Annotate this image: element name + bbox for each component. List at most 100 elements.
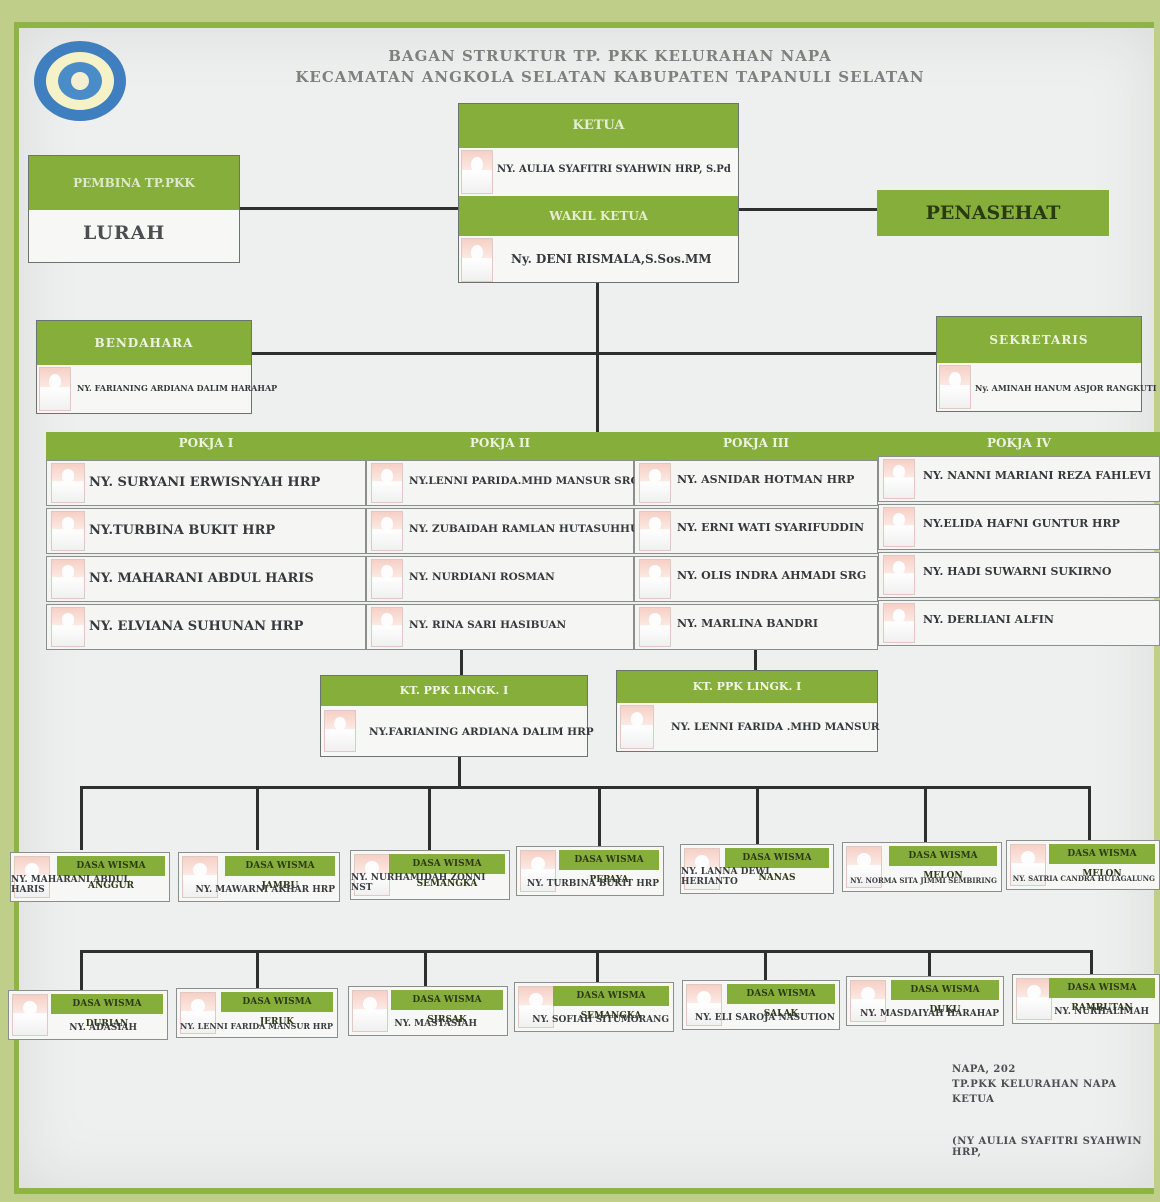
- sekretaris-box: SEKRETARIS Ny. AMINAH HANUM ASJOR RANGKU…: [936, 316, 1157, 412]
- drop-r2-1: [80, 950, 83, 990]
- dasa-wisma-label: DASA WISMA JAMBU: [225, 856, 335, 891]
- bendahara-photo: [39, 367, 71, 411]
- pokja-2-member: NY. ZUBAIDAH RAMLAN HUTASUHHUT: [366, 508, 647, 554]
- dasa-wisma-name: NY. MASDAIYAH HARAHAP: [860, 1009, 999, 1019]
- member-photo: [883, 555, 915, 595]
- member-photo: [684, 848, 720, 890]
- member-name: NY. NANNI MARIANI REZA FAHLEVI: [923, 469, 1152, 482]
- lingk-1-name: NY.FARIANING ARDIANA DALIM HRP: [369, 726, 594, 738]
- drop-r1-7: [1088, 786, 1091, 842]
- member-photo: [520, 850, 556, 892]
- dasa-wisma-name: NY. LENNI FARIDA MANSUR HRP: [180, 1021, 333, 1031]
- member-photo: [639, 463, 671, 503]
- dasa-wisma-label: DASA WISMA ANGGUR: [57, 856, 165, 891]
- dasa-wisma-label: DASA WISMA RAMBUTAN: [1049, 978, 1155, 1013]
- dasa-wisma-name: NY. SATRIA CANDRA HUTAGALUNG: [1012, 874, 1155, 883]
- pokja-4-member: NY. HADI SUWARNI SUKIRNO: [878, 552, 1160, 598]
- bendahara-box: BENDAHARA NY. FARIANING ARDIANA DALIM HA…: [36, 320, 277, 414]
- wakil-ketua-name: Ny. DENI RISMALA,S.Sos.MM: [511, 252, 712, 266]
- line-dasa-row1: [80, 786, 1090, 789]
- member-photo: [846, 846, 882, 888]
- chart-subtitle: KECAMATAN ANGKOLA SELATAN KABUPATEN TAPA…: [295, 68, 925, 86]
- line-main-vertical: [596, 282, 599, 432]
- member-photo: [1016, 978, 1052, 1020]
- line-pembina: [240, 207, 460, 210]
- signature-place: NAPA, 202: [952, 1064, 1016, 1075]
- member-photo: [639, 511, 671, 551]
- lingk-2-photo: [620, 705, 654, 749]
- member-name: NY.ELIDA HAFNI GUNTUR HRP: [923, 517, 1120, 530]
- pokja-4-member: NY.ELIDA HAFNI GUNTUR HRP: [878, 504, 1160, 550]
- drop-r2-6: [928, 950, 931, 978]
- pokja-1-member: NY. MAHARANI ABDUL HARIS: [46, 556, 366, 602]
- member-photo: [51, 511, 85, 551]
- pokja-1-member: NY. ELVIANA SUHUNAN HRP: [46, 604, 366, 650]
- dasa-wisma-name: NY. NURHAMIDAH ZONNI NST: [351, 873, 486, 893]
- member-name: NY. ZUBAIDAH RAMLAN HUTASUHHUT: [409, 523, 647, 535]
- dasa-wisma-name: NY. TURBINA BUKIT HRP: [526, 879, 659, 889]
- member-name: NY. HADI SUWARNI SUKIRNO: [923, 565, 1112, 578]
- drop-r2-5: [764, 950, 767, 984]
- member-name: NY. OLIS INDRA AHMADI SRG: [677, 569, 867, 582]
- member-photo: [14, 856, 50, 898]
- signature-role: KETUA: [952, 1094, 995, 1105]
- sekretaris-photo: [939, 365, 971, 409]
- pembina-box: PEMBINA TP.PKK LURAH: [28, 155, 240, 263]
- line-lingk-down: [458, 754, 461, 788]
- member-photo: [883, 507, 915, 547]
- member-name: NY.TURBINA BUKIT HRP: [89, 523, 276, 538]
- member-photo: [51, 607, 85, 647]
- member-name: NY.LENNI PARIDA.MHD MANSUR SRG: [409, 475, 640, 487]
- member-name: NY. ERNI WATI SYARIFUDDIN: [677, 521, 865, 534]
- wakil-ketua-photo: [461, 238, 493, 282]
- dasa-wisma-name: NY. ADASIAH: [69, 1023, 137, 1033]
- line-penasehat: [738, 208, 878, 211]
- signature-name: (NY AULIA SYAFITRI SYAHWIN HRP,: [952, 1136, 1143, 1158]
- pembina-label: PEMBINA TP.PKK: [29, 156, 239, 210]
- dasa-wisma-label: DASA WISMA NANAS: [725, 848, 829, 883]
- dasa-wisma-label: DASA WISMA SEMANGKA: [553, 986, 669, 1021]
- line-bendahara-sekretaris: [252, 352, 938, 355]
- dasa-wisma-name: NY. MAHARANI ABDUL HARIS: [11, 875, 130, 895]
- member-photo: [850, 980, 886, 1022]
- drop-r1-6: [924, 786, 927, 842]
- dasa-wisma-label: DASA WISMA MELON: [1049, 844, 1155, 879]
- member-name: NY. ELVIANA SUHUNAN HRP: [89, 619, 304, 634]
- member-photo: [518, 986, 554, 1028]
- chart-title: BAGAN STRUKTUR TP. PKK KELURAHAN NAPA: [388, 47, 832, 65]
- member-photo: [371, 511, 403, 551]
- pokja-1-header: POKJA I: [46, 432, 366, 464]
- member-name: NY. NURDIANI ROSMAN: [409, 571, 555, 583]
- dasa-wisma-name: NY. ELI SAROJA NASUTION: [695, 1013, 835, 1023]
- member-name: NY. DERLIANI ALFIN: [923, 613, 1054, 626]
- drop-r2-4: [596, 950, 599, 984]
- dasa-wisma-name: NY. MASTASIAH: [394, 1019, 477, 1029]
- signature-org: TP.PKK KELURAHAN NAPA: [952, 1079, 1117, 1090]
- member-photo: [51, 559, 85, 599]
- drop-r1-2: [256, 786, 259, 850]
- ketua-label: KETUA: [459, 104, 738, 148]
- member-photo: [686, 984, 722, 1026]
- pokja-1-member: NY.TURBINA BUKIT HRP: [46, 508, 366, 554]
- member-photo: [639, 559, 671, 599]
- pokja-2-header: POKJA II: [366, 432, 634, 464]
- drop-r1-3: [428, 786, 431, 850]
- pembina-name: LURAH: [83, 222, 166, 244]
- pokja-3-member: NY. MARLINA BANDRI: [634, 604, 878, 650]
- pokja-1-member: NY. SURYANI ERWISNYAH HRP: [46, 460, 366, 506]
- pokja-4-member: NY. NANNI MARIANI REZA FAHLEVI: [878, 456, 1160, 502]
- lingk-1-box: KT. PPK LINGK. I NY.FARIANING ARDIANA DA…: [320, 675, 594, 757]
- drop-r1-4: [598, 786, 601, 848]
- member-photo: [371, 607, 403, 647]
- pokja-3-header: POKJA III: [634, 432, 878, 464]
- line-lingk2: [754, 646, 757, 672]
- dasa-wisma-label: DASA WISMA DURIAN: [51, 994, 163, 1029]
